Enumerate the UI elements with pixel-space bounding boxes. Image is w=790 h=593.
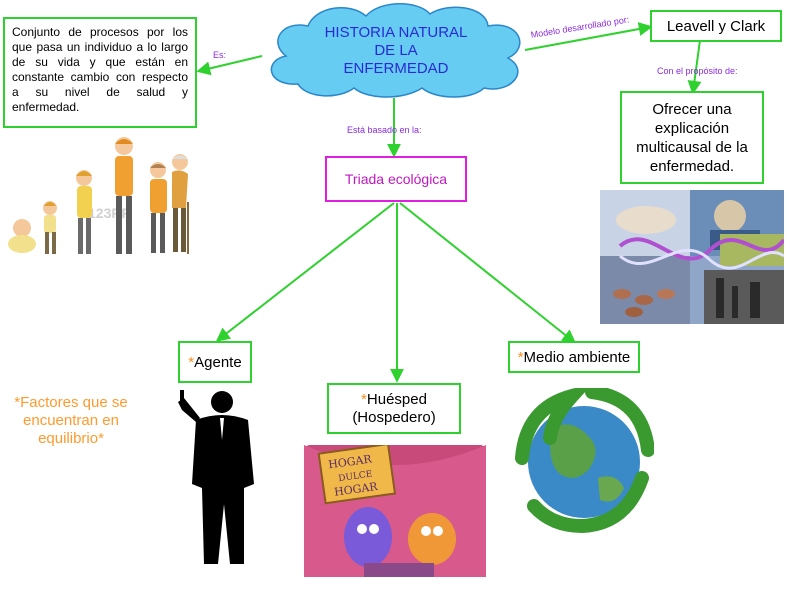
environment-box: *Medio ambiente bbox=[508, 341, 640, 373]
agent-box: *Agente bbox=[178, 341, 252, 383]
host-line-1: Huésped bbox=[366, 391, 427, 408]
triad-box: Triada ecológica bbox=[325, 156, 467, 202]
sign-line-3: HOGAR bbox=[333, 480, 379, 499]
definition-text: Conjunto de procesos por los que pasa un… bbox=[12, 25, 188, 114]
factors-note: *Factores que se encuentran en equilibri… bbox=[14, 394, 128, 447]
science-collage bbox=[600, 190, 784, 324]
sign-line-2: DULCE bbox=[338, 469, 373, 484]
stock-watermark: 123RF bbox=[88, 205, 130, 221]
edge-proposito bbox=[687, 39, 702, 95]
purpose-box: Ofrecer una explicación multicausal de l… bbox=[620, 91, 764, 184]
sign-line-1: HOGAR bbox=[327, 452, 373, 471]
purpose-text: Ofrecer una explicación multicausal de l… bbox=[636, 100, 748, 175]
definition-box: Conjunto de procesos por los que pasa un… bbox=[3, 17, 197, 128]
environment-globe bbox=[515, 388, 654, 534]
agent-silhouette bbox=[178, 390, 254, 564]
agent-star: * bbox=[188, 353, 195, 371]
host-star: * bbox=[361, 391, 367, 408]
authors-text: Leavell y Clark bbox=[666, 17, 766, 35]
root-title-line-1: HISTORIA NATURAL bbox=[324, 24, 468, 41]
edge-label-es: Es: bbox=[213, 50, 227, 60]
edge-modelo bbox=[524, 22, 653, 51]
triad-text: Triada ecológica bbox=[344, 171, 448, 187]
host-box: *Huésped (Hospedero) bbox=[327, 383, 461, 434]
environment-text: Medio ambiente bbox=[523, 348, 631, 366]
edge-label-basado: Está basado en la: bbox=[347, 125, 422, 135]
edge-es bbox=[196, 55, 263, 76]
edge-environment bbox=[399, 202, 577, 344]
agent-text: Agente bbox=[194, 353, 242, 371]
edge-agent bbox=[215, 202, 395, 342]
host-line-2: (Hospedero) bbox=[352, 409, 436, 426]
root-title-line-2: DE LA bbox=[374, 42, 418, 59]
root-cloud bbox=[270, 3, 521, 98]
life-stages-illustration: 123RF bbox=[8, 137, 189, 254]
edge-label-proposito: Con el propósito de: bbox=[657, 66, 738, 76]
root-title-line-3: ENFERMEDAD bbox=[343, 60, 449, 77]
host-illustration: HOGAR DULCE HOGAR bbox=[304, 445, 486, 577]
root-title: HISTORIA NATURAL DE LA ENFERMEDAD bbox=[288, 24, 504, 78]
environment-star: * bbox=[517, 348, 524, 366]
authors-box: Leavell y Clark bbox=[650, 10, 782, 42]
